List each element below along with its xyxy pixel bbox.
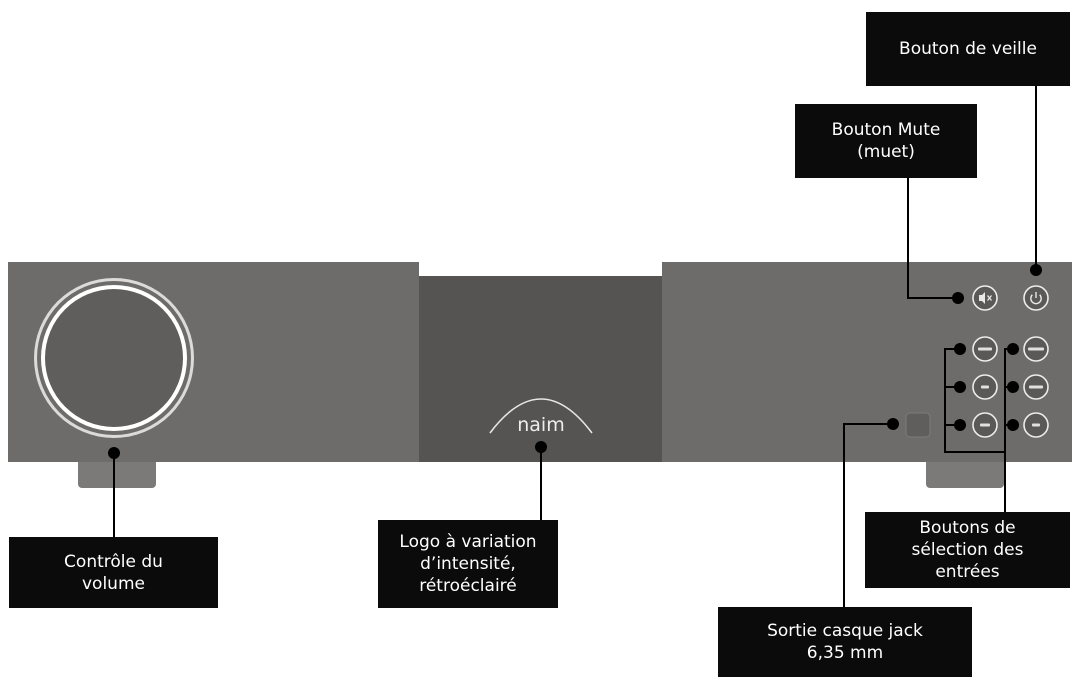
mute-button[interactable]: [972, 285, 998, 311]
label-input-selection-buttons: Boutons de sélection des entrées: [865, 512, 1070, 588]
input-button-legend: [1029, 385, 1043, 389]
left-foot: [78, 458, 156, 488]
label-backlit-logo: Logo à variation d’intensité, rétroéclai…: [378, 520, 558, 608]
label-line: entrées: [935, 562, 1000, 582]
input-button-2[interactable]: [1023, 336, 1049, 362]
volume-knob[interactable]: [34, 278, 194, 438]
input-button-1[interactable]: [972, 336, 998, 362]
label-line: rétroéclairé: [419, 576, 517, 596]
label-line: Sortie casque jack: [767, 621, 923, 641]
input-button-legend: [978, 347, 992, 351]
input-button-legend: [981, 385, 989, 389]
label-line: 6,35 mm: [806, 643, 884, 663]
label-volume-control: Contrôle du volume: [9, 537, 218, 608]
label-line: (muet): [857, 142, 915, 162]
label-line: Logo à variation: [399, 532, 537, 552]
label-line: Bouton de veille: [899, 39, 1037, 59]
label-line: sélection des: [911, 540, 1024, 560]
leader-dots: [108, 264, 1042, 459]
leader-headphone: [843, 423, 893, 607]
right-panel: [662, 262, 1072, 462]
input-button-5[interactable]: [972, 412, 998, 438]
speaker-mute-icon: [979, 292, 993, 304]
label-mute-button: Bouton Mute (muet): [795, 104, 977, 178]
input-button-4[interactable]: [1023, 374, 1049, 400]
label-line: Bouton Mute: [831, 120, 941, 140]
label-line: Boutons de: [919, 518, 1016, 538]
label-line: d’intensité,: [420, 554, 516, 574]
input-button-legend: [1032, 423, 1040, 427]
right-foot: [926, 458, 1004, 488]
input-button-legend: [1028, 347, 1044, 351]
logo-text: naim: [517, 414, 564, 436]
leader-mute: [907, 178, 958, 299]
label-headphone-output: Sortie casque jack 6,35 mm: [718, 607, 972, 677]
label-line: volume: [82, 573, 145, 594]
logo-arc: [489, 398, 593, 434]
input-button-3[interactable]: [972, 374, 998, 400]
input-button-legend: [980, 423, 990, 427]
standby-button[interactable]: [1023, 285, 1049, 311]
center-panel: [419, 276, 662, 462]
power-icon: [1030, 292, 1042, 305]
label-standby-button: Bouton de veille: [866, 12, 1070, 86]
input-button-6[interactable]: [1023, 412, 1049, 438]
headphone-socket: [905, 412, 931, 438]
label-line: Contrôle du: [64, 551, 163, 572]
